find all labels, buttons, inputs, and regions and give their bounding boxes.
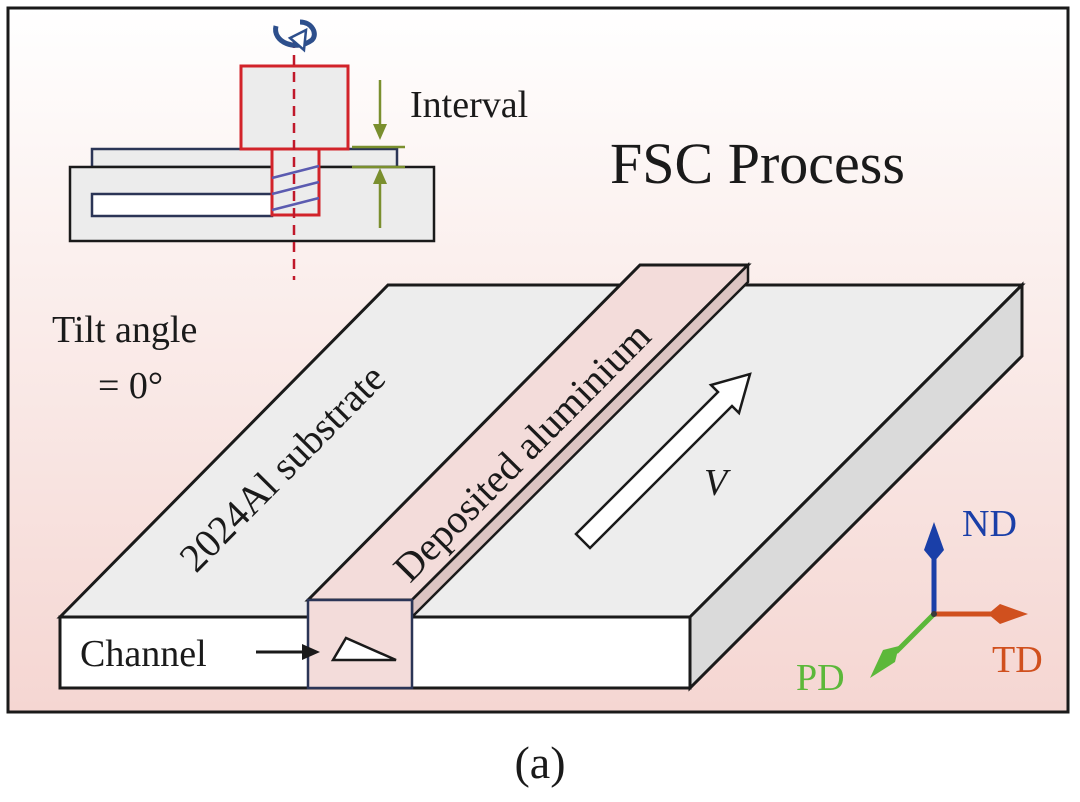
figure-title: FSC Process [610,131,905,196]
rotation-arrow-icon [273,19,317,53]
schematic-deposit-layer [90,147,399,169]
nd-arrow-icon [924,522,944,562]
figure-caption: (a) [514,737,565,788]
channel-pointer-arrow-icon [256,644,320,660]
schematic-channel [90,192,274,218]
velocity-label: V [704,462,731,504]
td-arrow-icon [988,604,1028,624]
pd-arrow-icon [870,646,899,678]
channel-profile [330,636,397,662]
tool-schematic: Interval [68,19,528,280]
pd-label: PD [796,657,845,699]
td-label: TD [992,639,1043,681]
velocity-arrow-icon [574,372,752,550]
interval-marker [352,80,405,228]
tilt-angle-label: Tilt angle [52,309,197,351]
deposited-strip [304,261,752,690]
pin-thread-hatch [271,164,320,212]
plate-side-face [688,281,1024,692]
channel-label: Channel [80,633,207,675]
coordinate-axes [870,522,1028,678]
nd-label: ND [962,503,1017,545]
tilt-angle-value: = 0° [98,365,163,407]
interval-label: Interval [410,84,528,126]
